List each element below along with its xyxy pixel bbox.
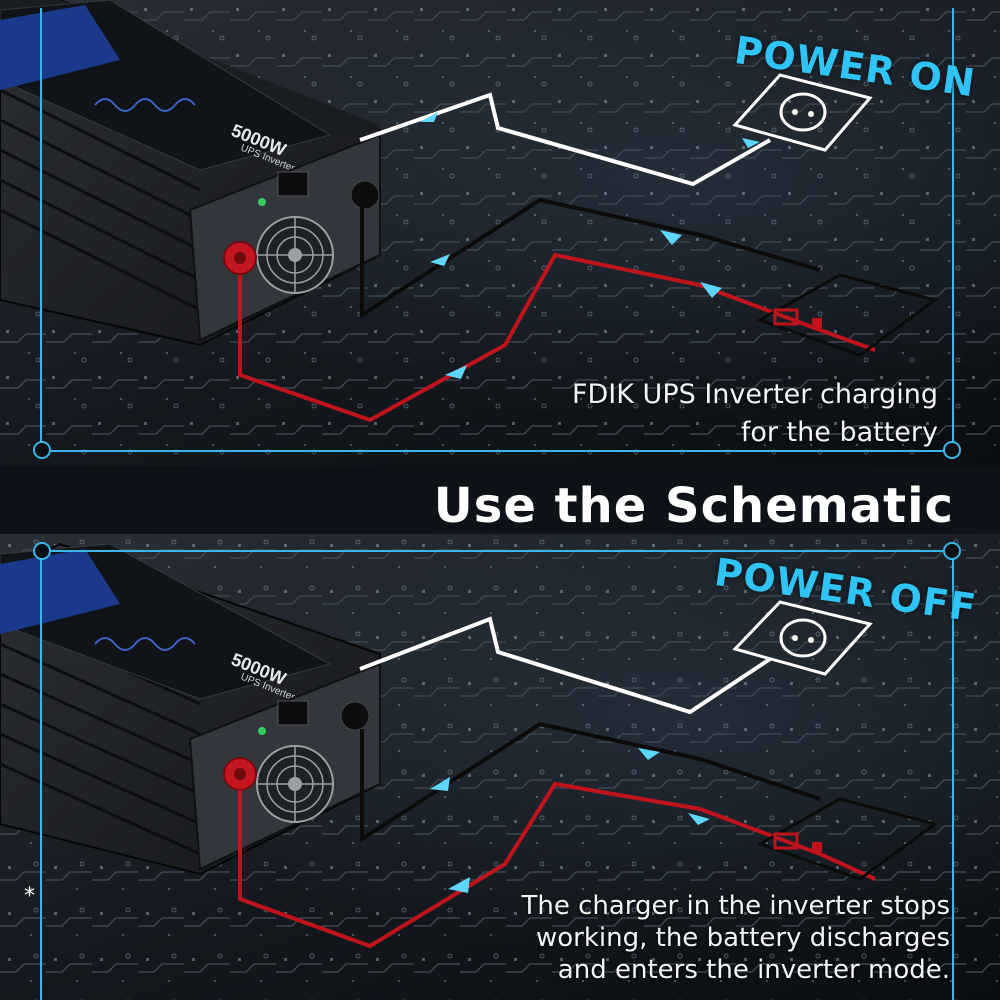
title-band <box>0 466 1000 534</box>
section-title: Use the Schematic <box>433 478 954 534</box>
power-off-panel: 5000W UPS Inverter <box>0 534 1000 1000</box>
flow-arrow-dc-2 <box>445 365 467 379</box>
negative-battery-wire <box>360 197 821 319</box>
cooling-fan-icon <box>256 745 334 823</box>
ac-input-socket <box>277 700 309 726</box>
power-on-caption: FDIK UPS Inverter charging for the batte… <box>572 376 938 452</box>
frame-corner-dot <box>33 441 51 459</box>
flow-arrow-dc-2 <box>448 877 470 893</box>
panel-frame <box>40 8 954 452</box>
wall-outlet-icon <box>732 73 873 152</box>
panel-frame <box>40 550 954 1000</box>
flow-arrow-dc-4 <box>700 282 722 298</box>
ac-input-wire <box>359 92 771 187</box>
ac-input-socket <box>277 171 309 197</box>
flow-arrow-dc-4 <box>688 813 710 825</box>
wall-outlet-icon <box>732 600 873 676</box>
flow-arrow-ac-in <box>420 112 438 122</box>
caption-line: working, the battery discharges <box>535 923 950 953</box>
power-on-panel: 5000W UPS Inverter <box>0 0 1000 466</box>
frame-corner-dot <box>943 542 961 560</box>
power-switch-knob <box>350 180 380 210</box>
ac-input-wire <box>359 616 772 715</box>
cooling-fan-icon <box>256 216 334 294</box>
power-on-schematic: 5000W UPS Inverter <box>0 0 1000 466</box>
flow-arrow-dc-1 <box>430 254 450 266</box>
power-off-schematic: 5000W UPS Inverter <box>0 534 1000 1000</box>
charging-flow-arrows <box>420 112 760 379</box>
caption-line: and enters the inverter mode. <box>557 955 950 985</box>
battery-icon <box>756 273 939 357</box>
frame-corner-dot <box>943 441 961 459</box>
flow-arrow-dc-3 <box>638 748 660 760</box>
flow-arrow-dc-3 <box>660 230 682 245</box>
product-label-stripe <box>0 5 120 90</box>
power-switch-knob <box>340 701 370 731</box>
product-label-stripe <box>0 549 120 634</box>
caption-line: FDIK UPS Inverter charging <box>571 379 938 410</box>
positive-battery-wire <box>238 252 876 423</box>
flow-arrow-ac <box>742 138 760 148</box>
battery-icon <box>756 797 939 881</box>
power-off-caption: The charger in the inverter stops workin… <box>521 890 950 986</box>
flow-arrow-dc-1 <box>430 777 450 791</box>
inverter-device: 5000W UPS Inverter <box>0 542 381 876</box>
positive-battery-wire <box>238 781 876 949</box>
caption-line: for the battery <box>740 417 938 448</box>
footnote-mark: * <box>24 884 35 909</box>
caption-line: The charger in the inverter stops <box>521 891 950 921</box>
inverter-device: 5000W UPS Inverter <box>0 0 381 347</box>
discharge-flow-arrows <box>430 748 710 893</box>
status-led <box>258 198 266 206</box>
status-led <box>258 727 266 735</box>
negative-battery-wire <box>360 721 821 843</box>
frame-corner-dot <box>33 542 51 560</box>
